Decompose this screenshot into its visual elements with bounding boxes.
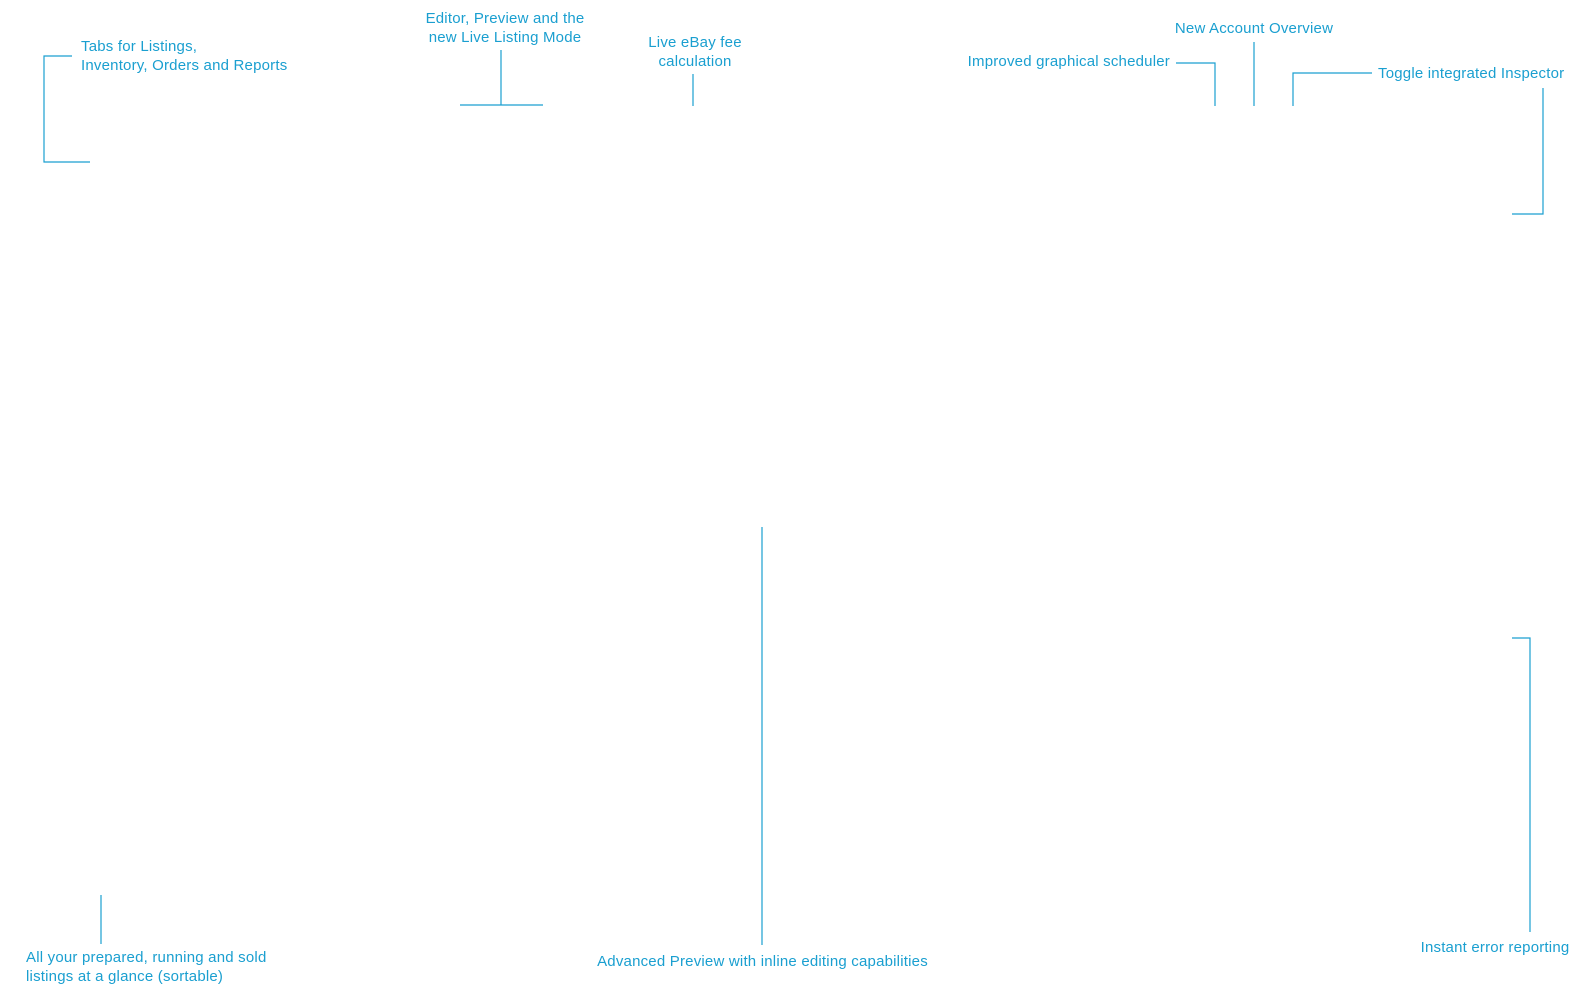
callout-editor-preview-live-mode: Editor, Preview and the new Live Listing… — [425, 10, 585, 46]
callout-graphical-scheduler: Improved graphical scheduler — [967, 53, 1170, 70]
callout-listings-overview: All your prepared, running and sold list… — [26, 949, 267, 985]
callout-error-reporting: Instant error reporting — [1420, 939, 1570, 956]
leader-errors — [1512, 637, 1531, 932]
callout-advanced-preview: Advanced Preview with inline editing cap… — [597, 953, 928, 970]
leader-modes — [460, 50, 543, 106]
leader-inspector — [1292, 72, 1544, 215]
callout-tabs: Tabs for Listings, Inventory, Orders and… — [81, 38, 288, 74]
callout-toggle-inspector: Toggle integrated Inspector — [1378, 65, 1565, 82]
leader-scheduler — [1176, 62, 1216, 106]
callout-live-fee-calculation: Live eBay fee calculation — [648, 34, 742, 70]
callout-account-overview: New Account Overview — [1174, 20, 1334, 37]
